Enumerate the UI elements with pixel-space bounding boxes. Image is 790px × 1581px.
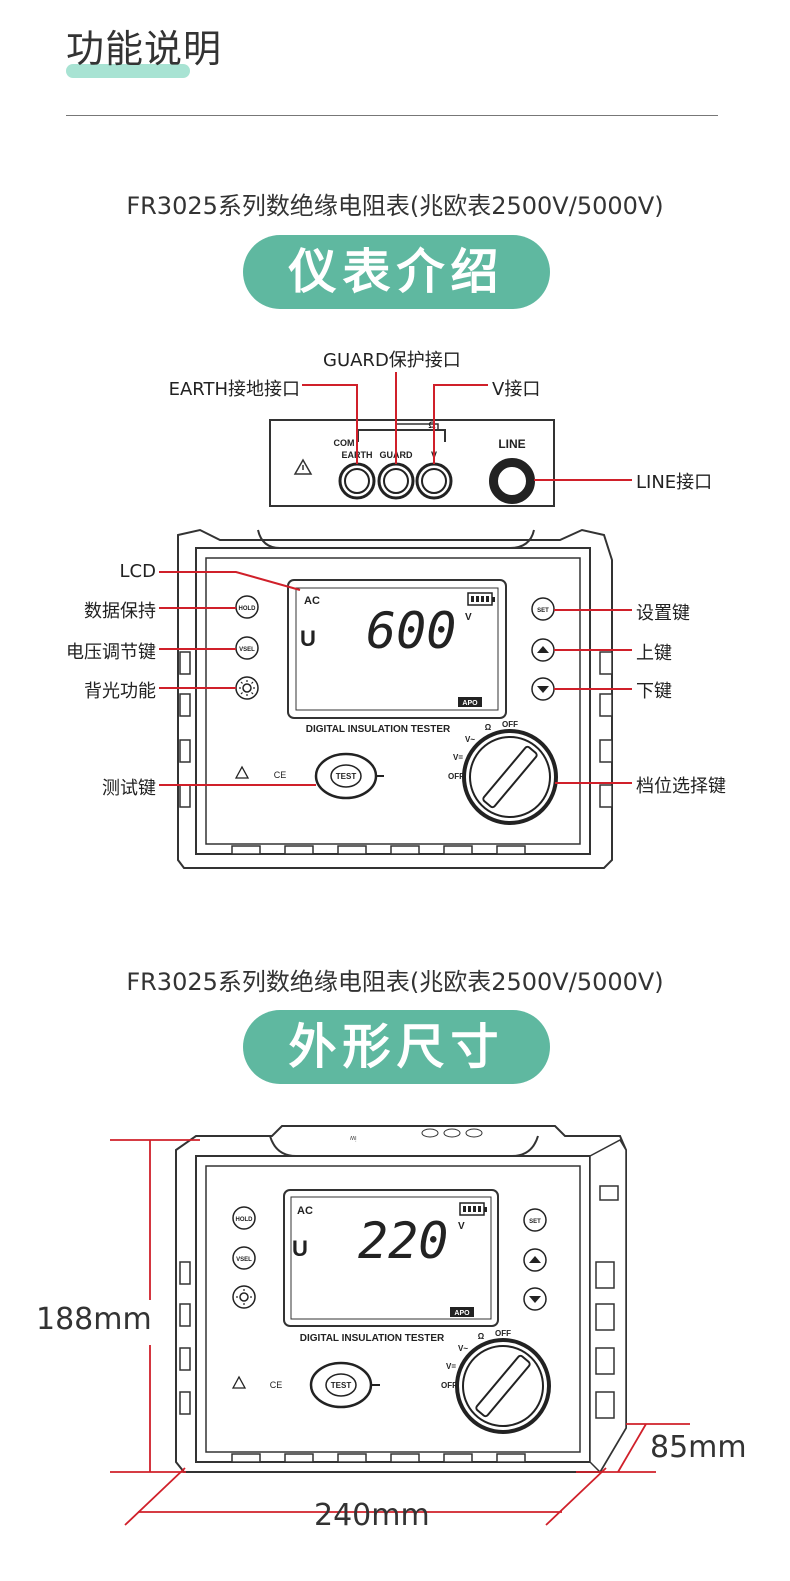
- warning-icon: [231, 1375, 247, 1389]
- terminal-callouts: [302, 372, 632, 481]
- label-v: V接口: [492, 379, 541, 400]
- lcd2-ac: AC: [297, 1205, 313, 1217]
- lcd-unit: V: [465, 612, 472, 623]
- svg-text:HOLD: HOLD: [239, 606, 257, 612]
- sun-icon: [242, 683, 252, 693]
- label-test: 测试键: [102, 778, 156, 799]
- arrow-down-icon: [529, 1296, 541, 1303]
- sun-icon: [239, 1292, 249, 1302]
- dimension-lines: [110, 1139, 690, 1526]
- warning-icon: [293, 458, 313, 475]
- dims-pill: 外形尺寸: [243, 1010, 550, 1084]
- svg-text:ʍᴉ: ʍᴉ: [350, 1135, 357, 1142]
- terminal-panel: COM EARTH GUARD V Ω LINE: [269, 419, 555, 507]
- lcd-apo: APO: [462, 700, 478, 707]
- intro-pill: 仪表介绍: [243, 235, 550, 309]
- lcd2-apo: APO: [454, 1310, 470, 1317]
- svg-text:V~: V~: [465, 735, 475, 744]
- set-button-2: [523, 1208, 547, 1232]
- lcd2-u: U: [292, 1236, 308, 1261]
- svg-text:V~: V~: [458, 1344, 468, 1353]
- svg-text:HOLD: HOLD: [236, 1217, 254, 1223]
- arrow-up-icon: [537, 646, 549, 653]
- label-lcd: LCD: [119, 561, 156, 582]
- lcd-ac: AC: [304, 595, 320, 607]
- label-vsel: 电压调节键: [66, 642, 156, 663]
- page-title: 功能说明: [66, 27, 223, 71]
- dim-height: 188mm: [36, 1302, 152, 1337]
- label-down: 下键: [636, 681, 672, 702]
- ce-mark: CE: [274, 770, 287, 780]
- dim-depth: 85mm: [650, 1430, 747, 1465]
- svg-text:VSEL: VSEL: [239, 647, 255, 653]
- lcd-value: 600: [366, 602, 456, 660]
- svg-text:V=: V=: [446, 1362, 456, 1371]
- lcd-u: U: [300, 626, 316, 651]
- svg-text:V=: V=: [453, 753, 463, 762]
- svg-text:TEST: TEST: [331, 1381, 352, 1390]
- label-backlight: 背光功能: [84, 681, 156, 702]
- svg-text:OFF: OFF: [441, 1381, 457, 1390]
- label-dial: 档位选择键: [636, 776, 726, 797]
- instrument-diagram: COM EARTH GUARD V Ω LINE: [159, 372, 632, 869]
- svg-text:OFF: OFF: [448, 772, 464, 781]
- label-hold: 数据保持: [84, 601, 156, 622]
- arrow-down-icon: [537, 686, 549, 693]
- svg-text:OFF: OFF: [495, 1329, 511, 1338]
- hold-button-2: [232, 1206, 256, 1230]
- model-text: DIGITAL INSULATION TESTER: [306, 724, 451, 735]
- svg-text:VSEL: VSEL: [236, 1257, 252, 1263]
- label-earth: EARTH接地接口: [168, 379, 300, 400]
- label-set: 设置键: [636, 603, 690, 624]
- device-body-1: AC U 600 V APO DIGITAL INSULATION TESTER…: [177, 528, 613, 869]
- vsel-button-2: [232, 1246, 256, 1270]
- svg-text:TEST: TEST: [336, 772, 357, 781]
- arrow-up-icon: [529, 1256, 541, 1263]
- lcd2-unit: V: [458, 1221, 465, 1232]
- svg-text:Ω: Ω: [485, 723, 492, 732]
- header-divider: [66, 115, 718, 116]
- svg-text:Ω: Ω: [478, 1332, 485, 1341]
- warning-icon: [234, 765, 250, 779]
- dim-width: 240mm: [314, 1498, 430, 1533]
- title-highlight: [66, 64, 190, 78]
- dims-subtitle: FR3025系列数绝缘电阻表(兆欧表2500V/5000V): [126, 968, 664, 996]
- svg-text:OFF: OFF: [502, 720, 518, 729]
- device-body-2: ʍᴉ AC U 220 V APO DIGITAL: [175, 1125, 627, 1474]
- label-up: 上键: [636, 643, 672, 664]
- svg-text:SET: SET: [537, 608, 549, 614]
- backlight-button-2: [232, 1285, 256, 1309]
- panel-ohm: Ω: [428, 420, 435, 430]
- label-guard: GUARD保护接口: [323, 350, 461, 371]
- panel-line: LINE: [498, 437, 525, 451]
- svg-text:SET: SET: [529, 1219, 541, 1225]
- panel-com: COM: [334, 438, 355, 448]
- intro-subtitle: FR3025系列数绝缘电阻表(兆欧表2500V/5000V): [126, 192, 664, 220]
- lcd2-value: 220: [358, 1212, 448, 1270]
- label-line: LINE接口: [636, 472, 713, 493]
- device-callouts: [159, 571, 632, 786]
- model-text-2: DIGITAL INSULATION TESTER: [300, 1333, 445, 1344]
- ce-mark-2: CE: [270, 1380, 283, 1390]
